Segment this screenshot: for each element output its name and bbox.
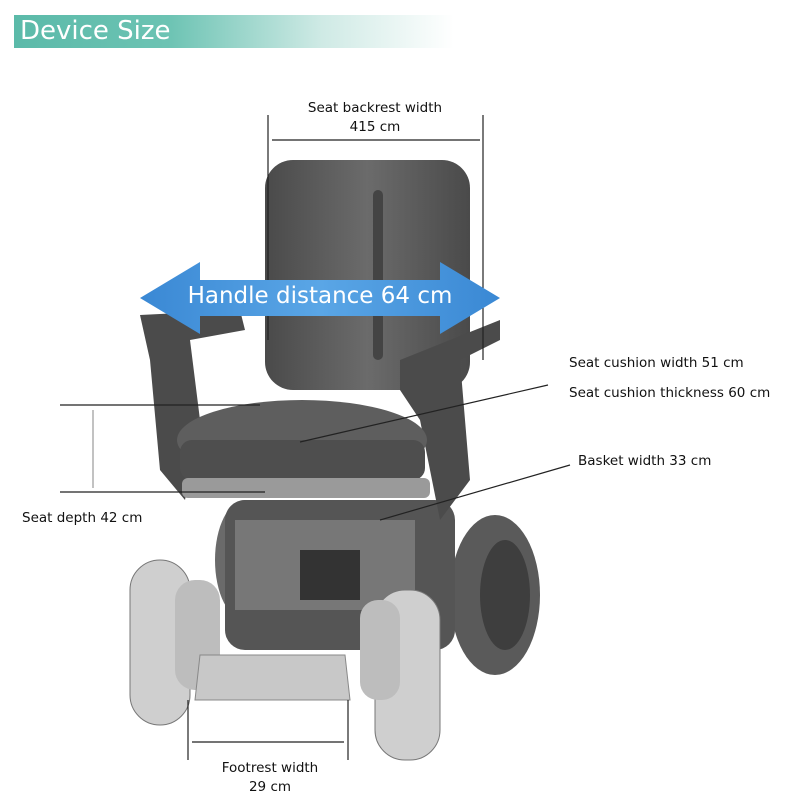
front-caster-right [360, 589, 441, 761]
handle-distance-label: Handle distance 64 cm [187, 283, 453, 309]
cushion-thickness-label: Seat cushion thickness 60 cm [569, 385, 771, 401]
handle-distance-arrow [140, 262, 500, 334]
cushion-width-label: Seat cushion width 51 cm [569, 355, 744, 371]
footrest-width-label: Footrest width [221, 760, 319, 776]
basket-width-label: Basket width 33 cm [578, 453, 712, 469]
armrest-right [400, 320, 500, 520]
footrest [194, 654, 351, 701]
dimension-lines [60, 115, 571, 760]
backrest [265, 160, 470, 390]
header-banner: Device Size [14, 15, 454, 48]
seat-depth-label: Seat depth 42 cm [22, 510, 143, 526]
header-title: Device Size [20, 16, 171, 46]
backrest-width-label: Seat backrest width [307, 100, 443, 116]
backrest-width-value: 415 cm [349, 119, 401, 135]
rear-wheel-right [450, 515, 540, 675]
footrest-width-value: 29 cm [248, 779, 292, 795]
